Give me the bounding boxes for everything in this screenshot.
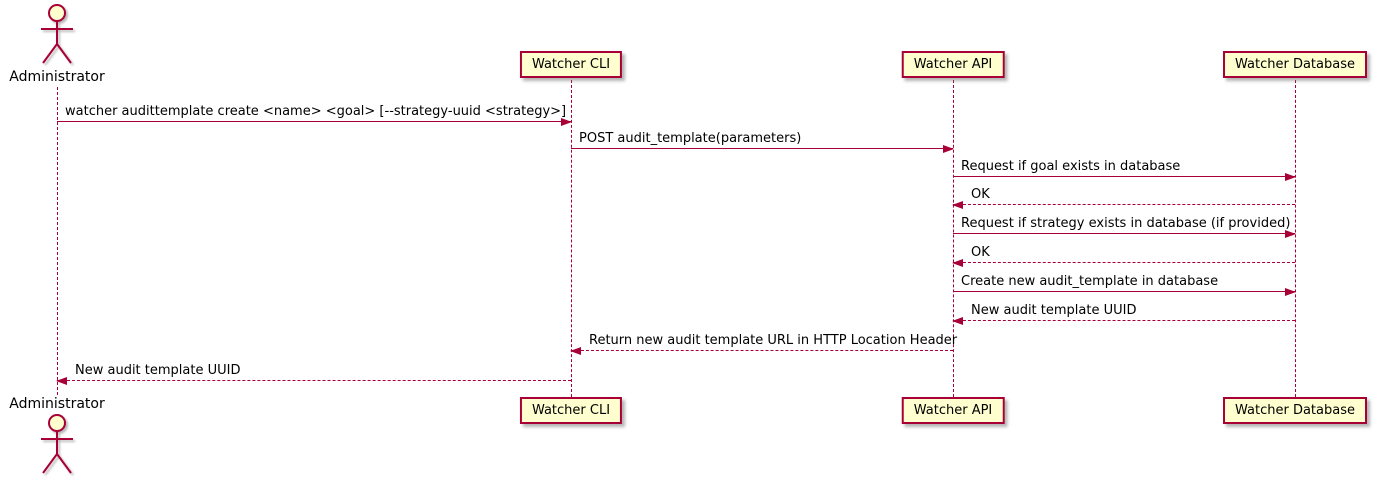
- arrowhead-left-icon: [952, 259, 963, 267]
- message-create-audittemplate: watcher audittemplate create <name> <goa…: [57, 101, 572, 126]
- message-line: [953, 176, 1295, 177]
- arrowhead-right-icon: [1285, 288, 1296, 296]
- message-line: [953, 233, 1295, 234]
- message-line: [953, 204, 1295, 205]
- message-request-strategy-exists: Request if strategy exists in database (…: [953, 213, 1296, 238]
- actor-icon: [41, 4, 73, 64]
- participant-watcher-database-top: Watcher Database: [1223, 51, 1367, 78]
- message-line: [953, 291, 1295, 292]
- participant-watcher-cli-bottom: Watcher CLI: [519, 397, 623, 424]
- message-label: Return new audit template URL in HTTP Lo…: [589, 333, 958, 348]
- message-create-new-audit-template: Create new audit_template in database: [953, 271, 1296, 296]
- lifeline-watcher-cli: [571, 80, 572, 397]
- arrowhead-left-icon: [570, 347, 581, 355]
- message-line: [571, 350, 953, 351]
- participant-watcher-database-bottom: Watcher Database: [1223, 397, 1367, 424]
- message-label: POST audit_template(parameters): [579, 131, 802, 146]
- participant-watcher-api-bottom: Watcher API: [901, 397, 1005, 424]
- arrowhead-left-icon: [952, 201, 963, 209]
- arrowhead-left-icon: [56, 377, 67, 385]
- message-label: watcher audittemplate create <name> <goa…: [65, 104, 567, 119]
- message-line: [57, 121, 571, 122]
- message-request-goal-exists: Request if goal exists in database: [953, 156, 1296, 181]
- message-label: OK: [971, 187, 990, 202]
- message-label: New audit template UUID: [75, 363, 241, 378]
- message-line: [57, 380, 571, 381]
- message-label: New audit template UUID: [971, 303, 1137, 318]
- message-new-audit-template-uuid-admin: New audit template UUID: [56, 360, 571, 385]
- message-label: Create new audit_template in database: [961, 274, 1219, 289]
- arrowhead-right-icon: [1285, 173, 1296, 181]
- arrowhead-right-icon: [1285, 230, 1296, 238]
- participant-watcher-api-top: Watcher API: [901, 51, 1005, 78]
- message-ok-strategy: OK: [952, 242, 1295, 267]
- actor-icon: [41, 414, 73, 474]
- message-return-url-location-header: Return new audit template URL in HTTP Lo…: [570, 330, 957, 355]
- message-line: [953, 262, 1295, 263]
- lifeline-watcher-database: [1295, 80, 1296, 397]
- lifeline-administrator: [57, 87, 58, 395]
- lifeline-watcher-api: [953, 80, 954, 397]
- arrowhead-right-icon: [943, 145, 954, 153]
- message-new-audit-template-uuid-db: New audit template UUID: [952, 300, 1295, 325]
- arrowhead-right-icon: [561, 118, 572, 126]
- message-label: OK: [971, 245, 990, 260]
- message-label: Request if goal exists in database: [961, 159, 1181, 174]
- participant-watcher-cli-top: Watcher CLI: [519, 51, 623, 78]
- actor-label-bottom: Administrator: [9, 396, 105, 412]
- actor-label-top: Administrator: [9, 69, 105, 85]
- message-line: [571, 148, 953, 149]
- message-post-audit-template: POST audit_template(parameters): [571, 128, 954, 153]
- message-line: [953, 320, 1295, 321]
- arrowhead-left-icon: [952, 317, 963, 325]
- message-ok-goal: OK: [952, 184, 1295, 209]
- message-label: Request if strategy exists in database (…: [961, 216, 1291, 231]
